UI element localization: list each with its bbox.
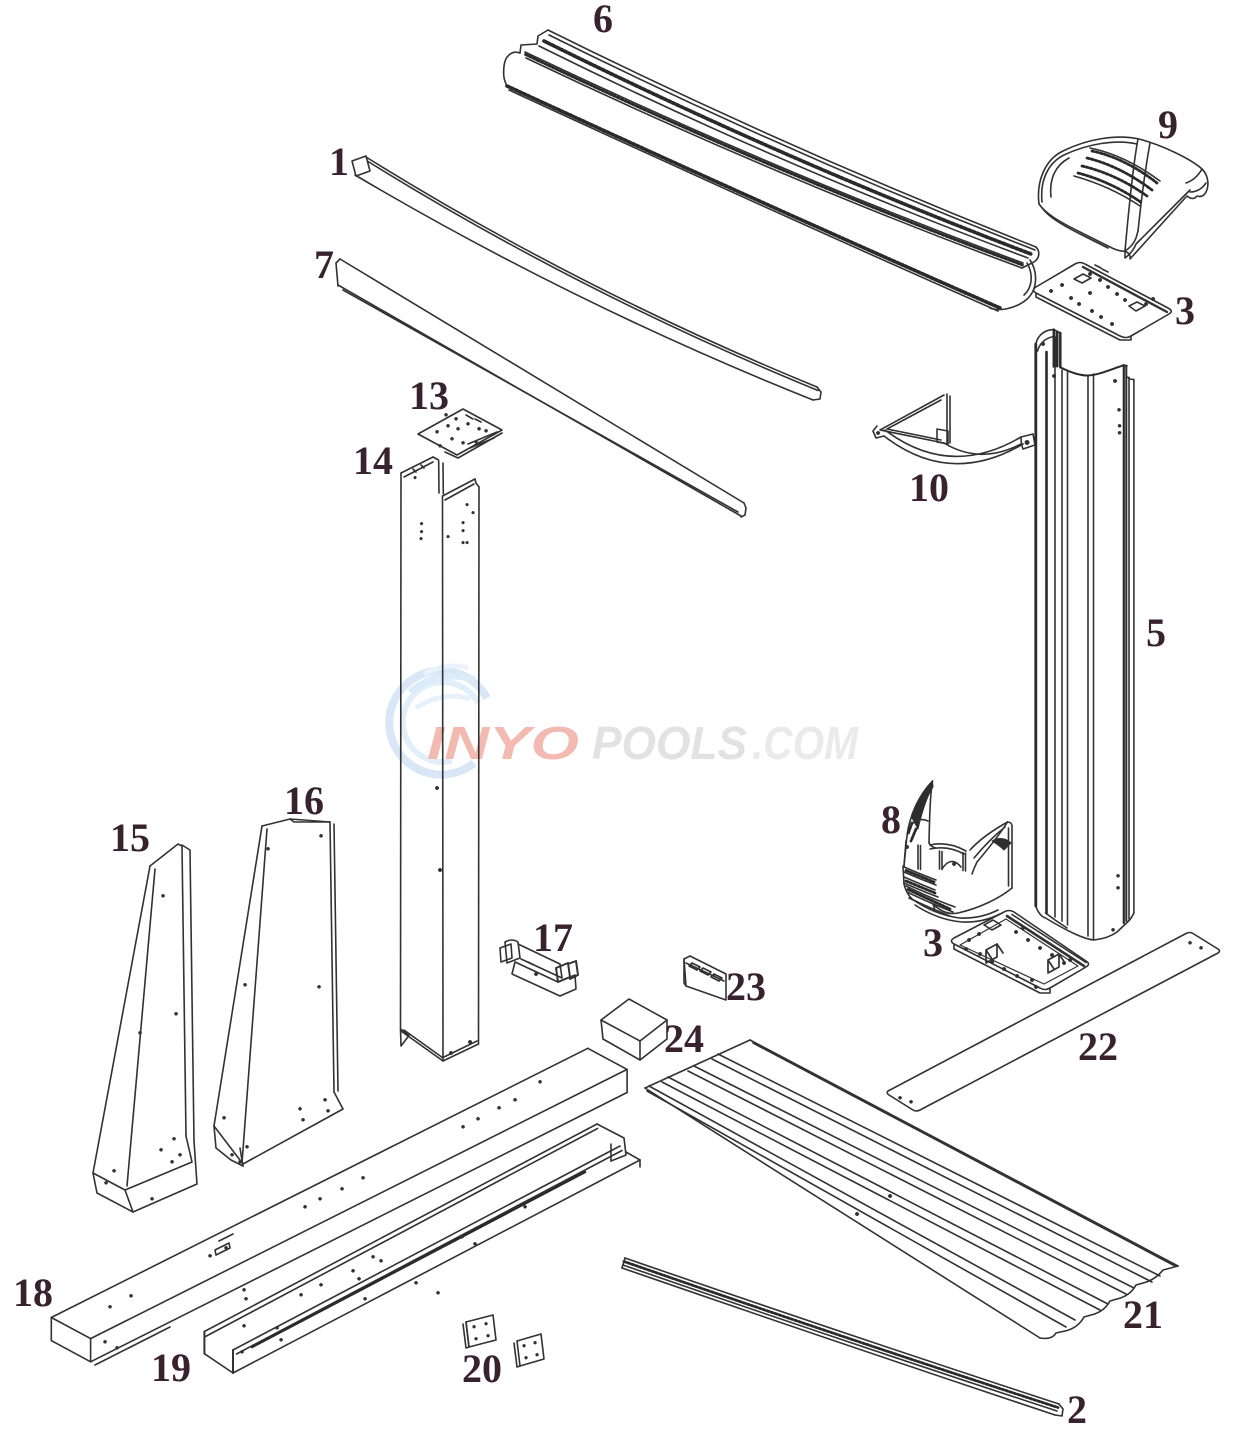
- svg-text:22: 22: [1078, 1024, 1118, 1069]
- svg-text:13: 13: [409, 373, 449, 418]
- svg-text:INYO: INYO: [427, 717, 579, 769]
- svg-text:7: 7: [314, 242, 334, 287]
- svg-text:9: 9: [1158, 102, 1178, 147]
- svg-text:15: 15: [110, 815, 150, 860]
- svg-text:18: 18: [13, 1270, 53, 1315]
- svg-text:16: 16: [284, 778, 324, 823]
- svg-text:21: 21: [1123, 1292, 1163, 1337]
- svg-text:8: 8: [881, 797, 901, 842]
- svg-text:5: 5: [1146, 610, 1166, 655]
- svg-text:14: 14: [353, 438, 393, 483]
- svg-text:20: 20: [462, 1346, 502, 1391]
- svg-text:6: 6: [593, 0, 613, 41]
- svg-text:19: 19: [151, 1345, 191, 1390]
- svg-text:24: 24: [664, 1016, 704, 1061]
- svg-text:.COM: .COM: [752, 717, 859, 769]
- svg-text:1: 1: [329, 139, 349, 184]
- svg-text:17: 17: [533, 915, 573, 960]
- svg-text:2: 2: [1067, 1387, 1087, 1432]
- svg-text:23: 23: [726, 964, 766, 1009]
- svg-text:10: 10: [909, 465, 949, 510]
- svg-text:POOLS: POOLS: [592, 717, 747, 769]
- svg-text:3: 3: [1175, 288, 1195, 333]
- svg-text:3: 3: [923, 920, 943, 965]
